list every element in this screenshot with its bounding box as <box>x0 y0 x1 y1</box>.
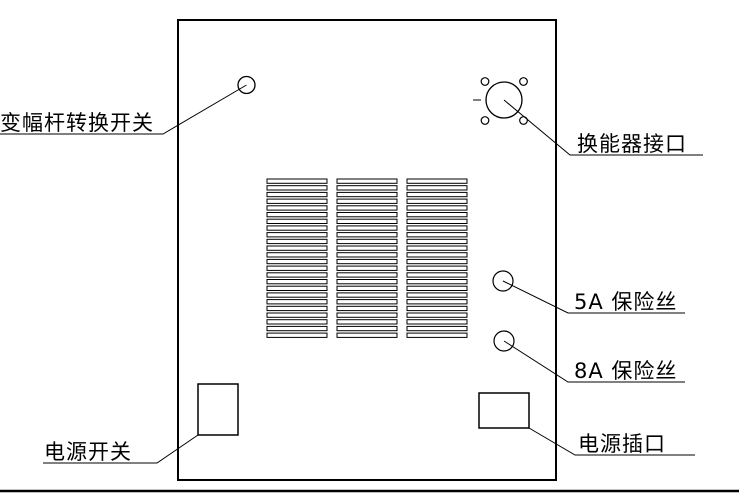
fuse-8a-holder <box>493 330 515 352</box>
vent-slat <box>336 238 398 245</box>
vent-slat <box>266 258 328 265</box>
vent-slat <box>406 312 468 318</box>
vent-slat <box>266 305 328 312</box>
label-fuse-5a: 5A 保险丝 <box>574 290 678 314</box>
vent-slat <box>266 245 328 251</box>
vent-slat <box>336 225 398 231</box>
vent-slat <box>266 325 328 332</box>
vent-slat <box>406 232 468 238</box>
vent-slat <box>336 292 398 298</box>
vent-grille <box>266 178 468 338</box>
leader-fuse-5a <box>502 280 685 314</box>
label-transducer-port: 换能器接口 <box>577 132 687 156</box>
vent-slat <box>406 258 468 265</box>
vent-slat <box>266 191 328 198</box>
vent-slat <box>336 265 398 271</box>
vent-slat <box>336 325 398 332</box>
vent-slat <box>336 305 398 312</box>
vent-slat <box>406 319 468 325</box>
vent-slat <box>266 178 328 184</box>
vent-slat <box>266 292 328 298</box>
panel-outline <box>177 19 557 481</box>
vent-slat <box>336 258 398 265</box>
transducer-port <box>473 77 528 125</box>
vent-slat <box>406 279 468 285</box>
vent-slat <box>406 178 468 184</box>
vent-slat <box>406 299 468 305</box>
vent-slat <box>266 319 328 325</box>
vent-slat <box>406 238 468 245</box>
vent-slat <box>406 325 468 332</box>
vent-slat <box>266 272 328 278</box>
label-power-switch: 电源开关 <box>44 440 132 464</box>
leader-power-switch <box>43 434 199 464</box>
vent-slat <box>336 279 398 285</box>
vent-slat <box>336 245 398 251</box>
amplitude-switch-knob <box>237 75 256 95</box>
bolt-hole-icon <box>519 77 528 86</box>
label-fuse-8a: 8A 保险丝 <box>574 359 678 383</box>
vent-slat <box>336 218 398 224</box>
bolt-hole-icon <box>480 77 490 86</box>
leader-power-socket <box>528 427 695 456</box>
vent-slat <box>406 225 468 231</box>
vent-slat <box>266 312 328 318</box>
vent-slat <box>336 212 398 218</box>
vent-slat <box>406 245 468 251</box>
vent-slat <box>336 178 398 184</box>
vent-slat <box>406 292 468 298</box>
label-power-socket: 电源插口 <box>578 432 666 456</box>
power-socket-cutout <box>478 392 530 429</box>
vent-slat <box>266 225 328 231</box>
vent-slat <box>336 312 398 318</box>
vent-slat <box>406 191 468 198</box>
vent-slat <box>406 198 468 204</box>
vent-slat <box>406 272 468 278</box>
vent-slat <box>336 191 398 198</box>
vent-slat <box>336 299 398 305</box>
vent-slat <box>406 305 468 312</box>
power-switch-cutout <box>197 383 239 436</box>
vent-slat <box>336 185 398 191</box>
vent-slat <box>266 218 328 224</box>
leader-fuse-8a <box>503 340 685 383</box>
vent-slat <box>336 272 398 278</box>
vent-slat <box>406 212 468 218</box>
leader-transducer-port <box>503 99 703 156</box>
vent-slat <box>336 198 398 204</box>
vent-slat <box>406 252 468 258</box>
vent-slat <box>266 265 328 271</box>
vent-slat <box>406 285 468 292</box>
vent-slat <box>266 238 328 245</box>
vent-slat <box>336 319 398 325</box>
vent-slat <box>406 218 468 224</box>
bolt-hole-icon <box>480 116 490 125</box>
vent-slat <box>266 285 328 292</box>
vent-slat <box>406 185 468 191</box>
vent-slat <box>266 232 328 238</box>
fuse-5a-holder <box>492 270 514 292</box>
vent-slat <box>266 299 328 305</box>
label-amplitude-switch: 变幅杆转换开关 <box>0 111 154 135</box>
leader-amplitude-switch <box>0 84 247 135</box>
vent-slat <box>266 185 328 191</box>
vent-slat <box>266 279 328 285</box>
transducer-port-circle <box>485 81 523 119</box>
vent-slat <box>336 252 398 258</box>
vent-slat <box>336 285 398 292</box>
vent-slat <box>266 205 328 211</box>
vent-slat <box>336 332 398 338</box>
vent-slat <box>336 232 398 238</box>
vent-slat <box>406 205 468 211</box>
vent-slat <box>406 265 468 271</box>
vent-slat <box>266 252 328 258</box>
vent-slat <box>336 205 398 211</box>
vent-slat <box>406 332 468 338</box>
vent-slat <box>266 198 328 204</box>
vent-slat <box>266 212 328 218</box>
vent-slat <box>266 332 328 338</box>
